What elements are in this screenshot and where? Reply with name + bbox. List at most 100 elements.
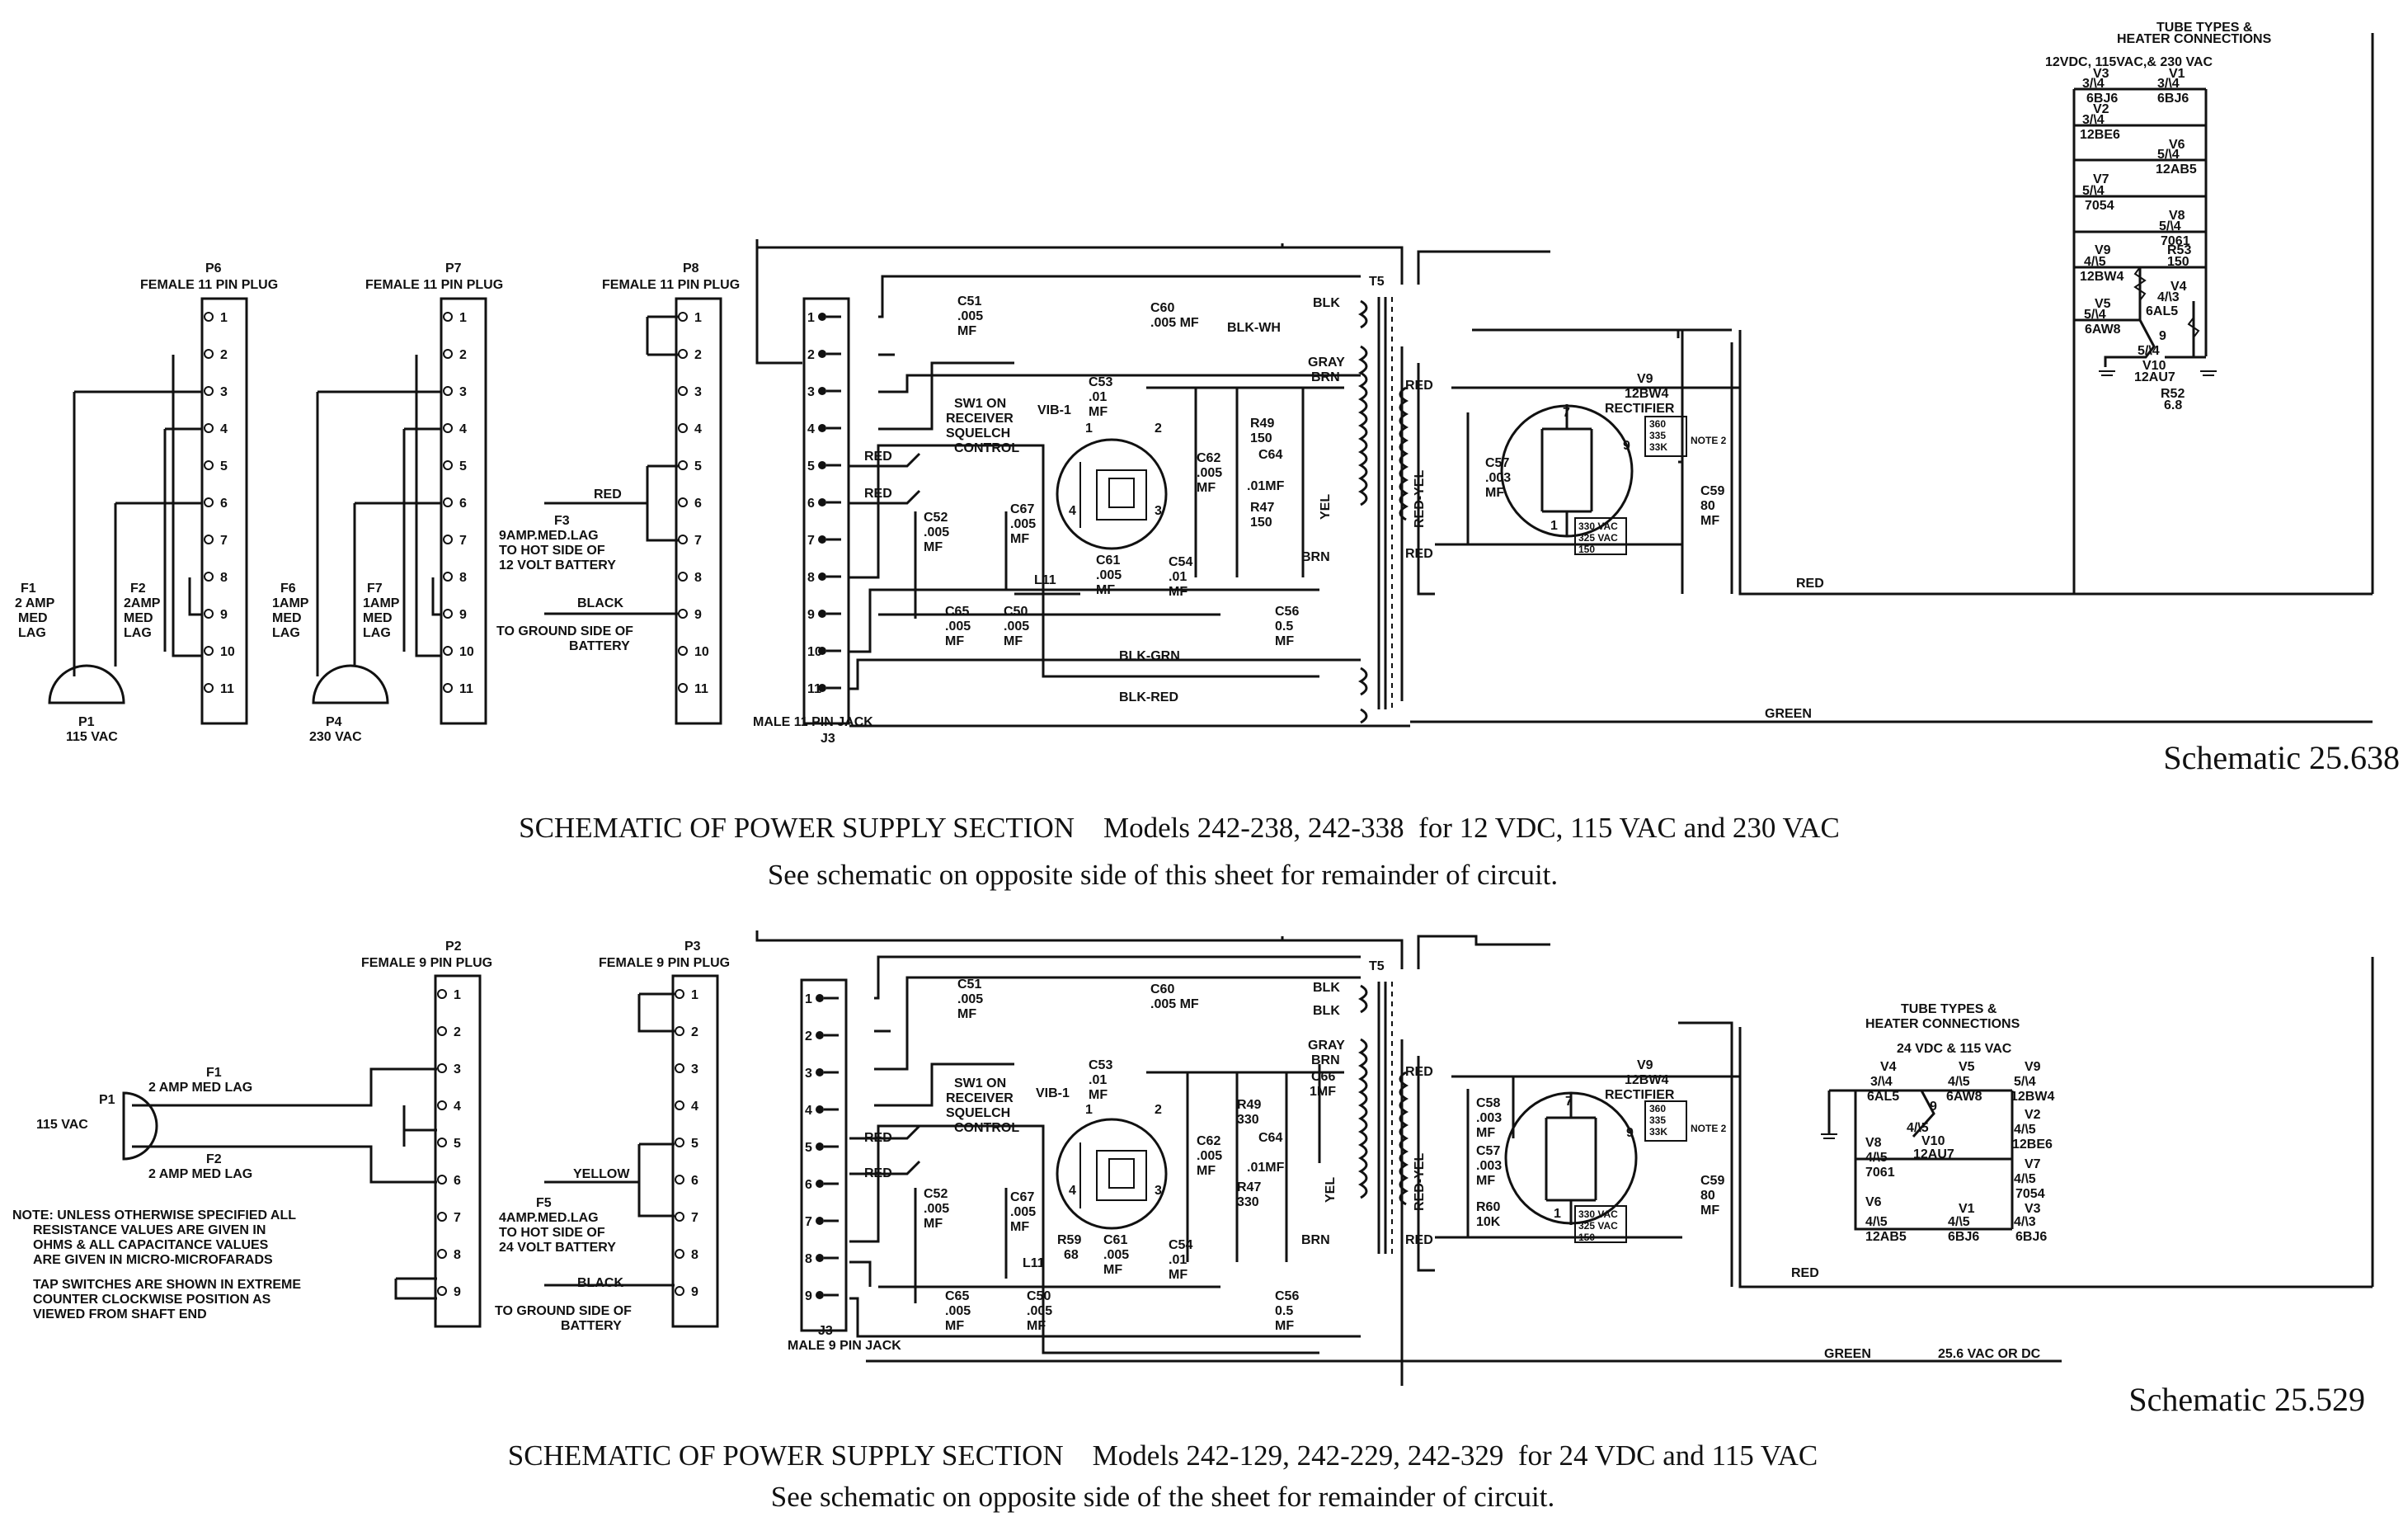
p6-plug-pin <box>204 535 214 544</box>
h-v6-pins: 5/\4 <box>2157 148 2180 162</box>
j3b-jack-pin-number: 4 <box>805 1104 812 1118</box>
voltage-box-1-top <box>1644 416 1687 457</box>
p3-plug-pin <box>675 1286 684 1296</box>
p6-plug-body <box>200 297 248 725</box>
vib1-label: VIB-1 <box>1037 403 1071 417</box>
ground-side-label: TO GROUND SIDE OF <box>496 624 633 638</box>
p7-name: P7 <box>445 261 462 276</box>
f2b-rating: 2 AMP MED LAG <box>148 1167 252 1181</box>
j3b-jack-pin-number: 9 <box>805 1289 812 1303</box>
c57b-unit: MF <box>1476 1174 1495 1188</box>
h-v4-type: 6AL5 <box>2146 304 2178 318</box>
j3-jack-pin <box>818 498 826 506</box>
l11b-label: L11 <box>1023 1256 1045 1270</box>
note-line-4: ARE GIVEN IN MICRO-MICROFARADS <box>33 1253 273 1267</box>
r60-label: R60 <box>1476 1200 1500 1214</box>
h-v9: V9 <box>2095 243 2111 257</box>
heater-connections-bottom <box>1821 1089 2014 1231</box>
h-v6: V6 <box>2169 138 2185 152</box>
c50-value: .005 <box>1004 619 1029 634</box>
sw1b-control: CONTROL <box>954 1121 1019 1135</box>
vibb-pin-4: 4 <box>1069 1184 1076 1198</box>
j3-jack-pin <box>818 350 826 358</box>
f1-rating: 2 AMP <box>15 596 55 610</box>
f7-label: F7 <box>367 582 383 596</box>
h-v8-pins: 5/\4 <box>2159 219 2181 233</box>
p7-plug-pin-number: 9 <box>459 608 467 622</box>
green-output-label-b: GREEN <box>1824 1347 1871 1361</box>
c50b-value: .005 <box>1027 1304 1052 1318</box>
h-v7-pins: 5/\4 <box>2082 184 2105 198</box>
f2-lag: LAG <box>124 626 152 640</box>
p2-plug-pin <box>437 1212 447 1222</box>
p3-plug-pin-number: 6 <box>691 1174 698 1188</box>
input-wiring-top <box>48 315 680 704</box>
p3-plug-pin-number: 3 <box>691 1062 698 1076</box>
green-voltage-label: 25.6 VAC OR DC <box>1938 1347 2041 1361</box>
v9-pin-9: 9 <box>1623 439 1630 453</box>
note-line-3: OHMS & ALL CAPACITANCE VALUES <box>33 1238 269 1252</box>
vibb-pin-3: 3 <box>1155 1184 1162 1198</box>
h-v2-type: 12BE6 <box>2080 128 2120 142</box>
p6-plug-pin <box>204 646 214 656</box>
p6-plug-pin-number: 11 <box>220 682 234 696</box>
j3-jack-pin <box>818 313 826 321</box>
c62-value: .005 <box>1197 466 1222 480</box>
c61b-value: .005 <box>1103 1248 1129 1262</box>
red-output-label: RED <box>1796 577 1824 591</box>
vibrator-contacts-bottom <box>1079 1142 1147 1208</box>
t5-red-label-2: RED <box>1405 547 1433 561</box>
r49-label: R49 <box>1250 417 1274 431</box>
h-v1-type: 6BJ6 <box>2157 92 2189 106</box>
p7-plug-pin <box>443 460 453 470</box>
c56b-label: C56 <box>1275 1289 1299 1303</box>
p8-plug-pin <box>678 535 688 544</box>
h-v2: V2 <box>2093 102 2109 116</box>
p6-plug-pin-number: 9 <box>220 608 228 622</box>
c67b-label: C67 <box>1010 1190 1034 1204</box>
vib1b-label: VIB-1 <box>1036 1086 1070 1100</box>
p2-plug-pin <box>437 1175 447 1185</box>
vibb-pin-1: 1 <box>1085 1103 1093 1117</box>
v9-type: 12BW4 <box>1625 387 1668 401</box>
c54b-unit: MF <box>1169 1268 1188 1282</box>
c57b-value: .003 <box>1476 1159 1502 1173</box>
caption-title-bottom: SCHEMATIC OF POWER SUPPLY SECTION Models… <box>508 1439 1818 1472</box>
j3-jack-pin-number: 7 <box>807 534 815 548</box>
j3-jack-pin-number: 5 <box>807 459 815 473</box>
p7-type: FEMALE 11 PIN PLUG <box>365 278 503 292</box>
green-output-label: GREEN <box>1765 707 1812 721</box>
p7-plug-pin-number: 1 <box>459 311 467 325</box>
c54-unit: MF <box>1169 585 1188 599</box>
p6-plug-pin <box>204 349 214 359</box>
c62-unit: MF <box>1197 481 1216 495</box>
f3-rating: 9AMP.MED.LAG <box>499 529 599 543</box>
p2-plug-pin-number: 4 <box>454 1100 461 1114</box>
f6-lag: LAG <box>272 626 300 640</box>
c51-unit: MF <box>957 324 976 338</box>
p6-name: P6 <box>205 261 222 276</box>
r47b-label: R47 <box>1237 1180 1261 1194</box>
ground-battery-label-b: BATTERY <box>561 1319 622 1333</box>
h-r52-value: 6.8 <box>2164 398 2182 412</box>
p6-plug-pin <box>204 312 214 322</box>
c52-value: .005 <box>924 525 949 539</box>
v9b-pin-1: 1 <box>1554 1207 1561 1221</box>
c64-value: .01MF <box>1247 479 1285 493</box>
h-v6-type: 12AB5 <box>2156 163 2197 177</box>
p7-plug-pin <box>443 349 453 359</box>
p8-plug-pin <box>678 646 688 656</box>
sw1-label: SW1 ON <box>954 397 1006 411</box>
f5-rating: 4AMP.MED.LAG <box>499 1211 599 1225</box>
c52b-value: .005 <box>924 1202 949 1216</box>
p6-plug-pin <box>204 683 214 693</box>
h-v3-pins: 3/\4 <box>2082 77 2105 91</box>
yel-label: YEL <box>1319 494 1333 520</box>
p3-plug-pin <box>675 989 684 999</box>
brn-label: BRN <box>1311 370 1340 384</box>
box2-v1: 330 VAC <box>1578 521 1618 532</box>
p7-plug-pin <box>443 683 453 693</box>
f5-label: F5 <box>536 1196 552 1210</box>
h-v1-pins: 3/\4 <box>2157 77 2180 91</box>
